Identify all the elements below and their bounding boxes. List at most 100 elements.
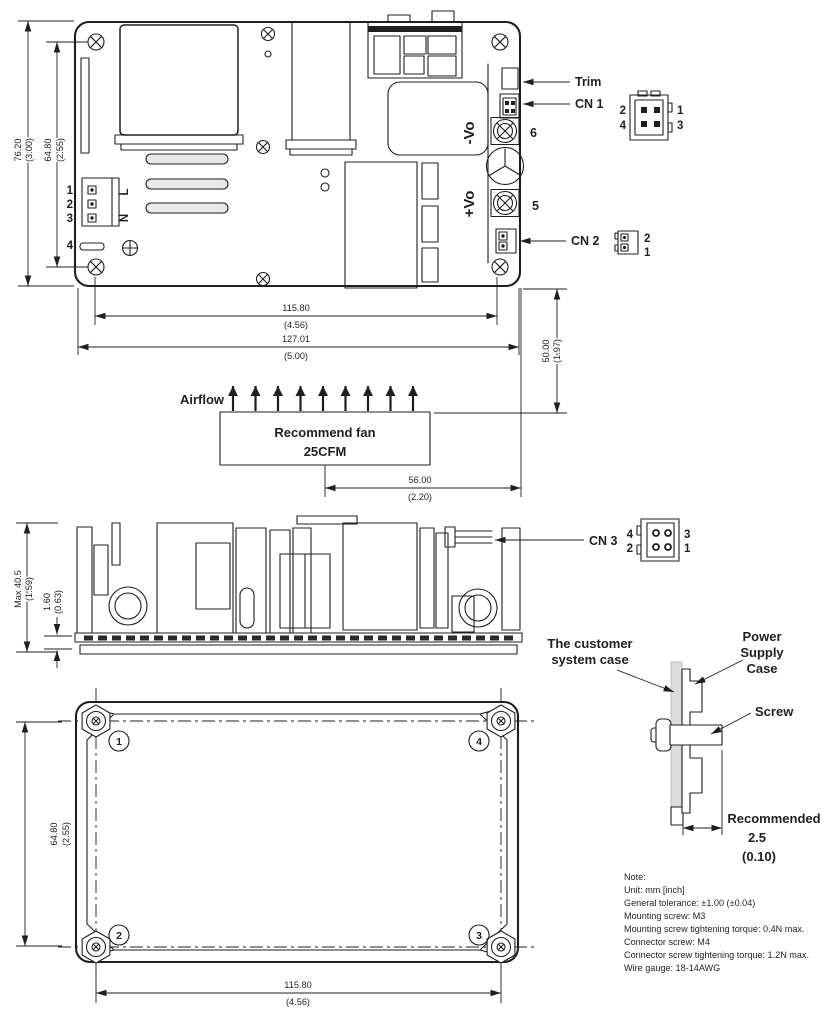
dim-text: 64.80 — [43, 139, 53, 162]
psu-case-label-line2: Supply — [740, 645, 784, 660]
dim-hole-span-height: 64.80 (2.55) — [16, 721, 73, 947]
top-view-width-dims: 115.80 (4.56) 127.01 (5.00) 50.00 (1.97) — [77, 277, 567, 497]
toroid-inductor — [458, 588, 498, 628]
toroid-inductor — [108, 586, 148, 626]
screw-section — [650, 718, 723, 752]
mounting-screw-icon — [491, 258, 509, 276]
customer-case-label-line1: The customer — [547, 636, 632, 651]
pilot-hole — [264, 50, 272, 58]
dim-text: 127.01 — [282, 334, 310, 344]
component — [421, 162, 439, 200]
input-pin-label: 3 — [67, 213, 73, 225]
inner-panel-outline — [86, 713, 508, 951]
line-label: L — [119, 188, 131, 195]
screw-leader — [710, 712, 752, 735]
top-view-case-outline — [73, 20, 522, 288]
recommended-value-in: (0.10) — [742, 849, 776, 864]
mounting-detail: The customer system case Power Supply Ca… — [547, 629, 820, 864]
note-line: Mounting screw tightening torque: 0.4N m… — [624, 924, 804, 934]
side-view: Max 40.5 (1.59) 1.60 (0.63) CN 3 — [12, 515, 618, 668]
note-line: General tolerance: ±1.00 (±0.04) — [624, 898, 755, 908]
cn3-label: CN 3 — [589, 534, 618, 548]
input-pin-label: 1 — [67, 185, 74, 197]
bottom-view: 1 4 2 3 64.80 (2.55) 115.80 (4.56) — [16, 688, 536, 1009]
component — [421, 205, 439, 243]
cn1-label: CN 1 — [575, 97, 604, 111]
dim-text: Max 40.5 — [13, 570, 23, 608]
cn2-label: CN 2 — [571, 234, 600, 248]
dim-text: 115.80 — [284, 980, 311, 990]
dim-text: (2.20) — [408, 492, 432, 502]
screw-label: Screw — [755, 704, 794, 719]
mounting-screw-icon — [87, 258, 105, 276]
bottom-case-outline — [74, 700, 520, 964]
note-line: Unit: mm [inch] — [624, 885, 685, 895]
input-pin-label: 2 — [67, 199, 73, 211]
cn1-pin-label: 1 — [677, 105, 684, 117]
notes-block: Note: Unit: mm [inch] General tolerance:… — [624, 872, 809, 973]
airflow-fan: Airflow Recommend fan 25CFM 56.00 (2.20) — [180, 386, 521, 504]
mounting-nut-icon — [81, 704, 111, 738]
cn1-pin-label: 3 — [677, 120, 683, 132]
note-line: Mounting screw: M3 — [624, 911, 705, 921]
center-heatsink — [285, 21, 357, 156]
component — [421, 247, 439, 283]
note-line: Connector screw: M4 — [624, 937, 710, 947]
cn1-pin-label: 4 — [620, 120, 627, 132]
cn3-pin-label: 2 — [627, 543, 633, 555]
via-hole — [320, 182, 330, 192]
pcb-screw-icon — [260, 26, 276, 42]
dim-text: 50.00 — [541, 340, 551, 363]
trim-pot — [501, 67, 519, 90]
note-line: Note: — [624, 872, 646, 882]
pcb-screw-icon — [255, 271, 271, 287]
input-pin-label: 4 — [67, 240, 74, 252]
cn3-pin-label: 1 — [684, 543, 691, 555]
input-filter-cluster — [367, 10, 463, 79]
ground-symbol-icon — [121, 239, 139, 257]
dim-text: (4.56) — [286, 997, 310, 1007]
cn3-pin-label: 3 — [684, 529, 690, 541]
recommended-label: Recommended — [727, 811, 820, 826]
cn3-pin-label: 4 — [627, 529, 634, 541]
dim-text: 115.80 — [282, 303, 309, 313]
cn3-pinout: 4 2 3 1 — [627, 518, 691, 562]
cn1-connector — [499, 93, 520, 119]
pcb — [74, 632, 523, 655]
terminal-5-label: 5 — [532, 199, 539, 213]
fan-text-line1: Recommend fan — [274, 425, 375, 440]
dim-text: (0.63) — [53, 590, 63, 614]
cn1-pin-label: 2 — [620, 105, 626, 117]
dim-text: (2.55) — [61, 822, 71, 846]
dim-text: 1.60 — [42, 593, 52, 611]
hole-number: 3 — [476, 930, 482, 942]
psu-case-label-line3: Case — [746, 661, 777, 676]
dim-hole-span-width: 115.80 (4.56) — [95, 964, 502, 1009]
pin4-slot — [79, 242, 105, 251]
psu-case-label-line1: Power — [742, 629, 781, 644]
output-bus-terminal — [485, 146, 525, 186]
customer-case-leader — [616, 669, 675, 693]
via-hole — [320, 168, 330, 178]
cn2-pin-label: 2 — [644, 233, 650, 245]
dim-text: (1.97) — [552, 339, 562, 363]
dim-inner-height: 64.80 (2.55) — [42, 41, 88, 268]
hole-number: 2 — [116, 930, 122, 942]
dim-text: (3.00) — [24, 138, 34, 162]
terminal-6-label: 6 — [530, 126, 537, 140]
mounting-screw-icon — [87, 33, 105, 51]
output-terminal-strip — [485, 67, 525, 254]
neg-vo-label: -Vo — [461, 121, 478, 144]
cn1-pinout: 2 4 1 3 — [620, 90, 684, 141]
dim-text: (4.56) — [284, 320, 308, 330]
cn2-pin-label: 1 — [644, 247, 651, 259]
dim-pcb-standoff: 1.60 (0.63) — [41, 588, 72, 668]
mounting-nut-icon — [81, 930, 111, 964]
edge-channel — [80, 57, 90, 154]
terminal-screw-5 — [490, 188, 520, 218]
psu-case-wall — [681, 668, 703, 814]
neutral-label: N — [119, 214, 131, 222]
cn2-pinout: 2 1 — [614, 230, 651, 259]
